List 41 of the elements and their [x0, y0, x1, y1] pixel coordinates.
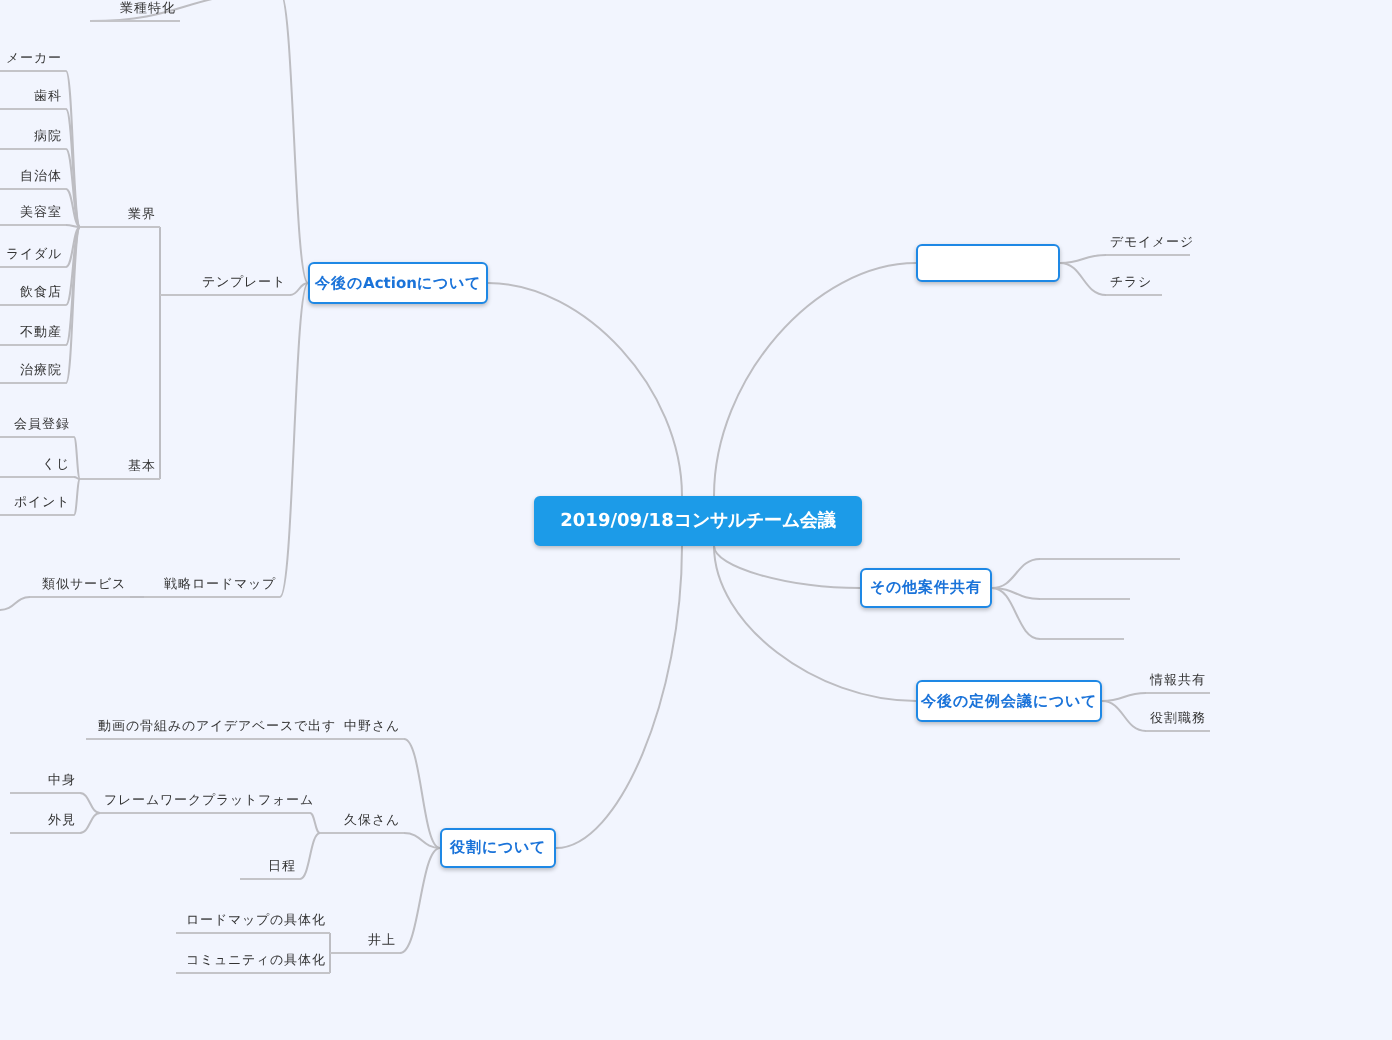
connector-line — [1101, 692, 1147, 702]
connector-line — [65, 188, 81, 228]
connector-line — [73, 436, 81, 480]
connector-line — [403, 738, 441, 849]
connector-line — [65, 226, 81, 306]
connector-line — [713, 262, 917, 497]
connector-line — [159, 294, 161, 480]
connector-line — [65, 226, 81, 384]
central-topic-box: 2019/09/18コンサルチーム会議 — [534, 496, 862, 546]
connector-line — [403, 832, 441, 849]
connector-line — [129, 596, 145, 598]
connector-line — [329, 932, 331, 954]
connector-line — [65, 226, 81, 268]
connector-line — [1059, 262, 1107, 296]
connector-line — [1101, 700, 1147, 732]
connector-line — [309, 812, 321, 834]
connector-line — [289, 282, 309, 296]
connector-line — [73, 476, 81, 480]
connector-line — [0, 596, 31, 611]
connector-line — [299, 832, 321, 880]
connector-line — [991, 558, 1041, 589]
connector-line — [279, 0, 309, 284]
connector-line — [713, 545, 861, 589]
connector-line — [555, 545, 683, 849]
connector-line — [279, 282, 309, 598]
connector-line — [991, 587, 1041, 600]
connector-line — [991, 587, 1041, 640]
connector-line — [65, 226, 81, 346]
topic-box — [916, 244, 1060, 282]
connector-line — [73, 478, 81, 516]
connector-line — [329, 952, 331, 974]
connector-line — [399, 847, 441, 954]
connector-line — [65, 108, 81, 228]
connector-line — [1059, 254, 1107, 264]
connector-line — [65, 224, 81, 228]
connector-line — [713, 545, 917, 702]
connector-line — [65, 148, 81, 228]
connector-line — [487, 282, 683, 497]
connector-line — [79, 812, 101, 834]
connector-line — [159, 226, 161, 296]
connector-line — [79, 792, 101, 814]
